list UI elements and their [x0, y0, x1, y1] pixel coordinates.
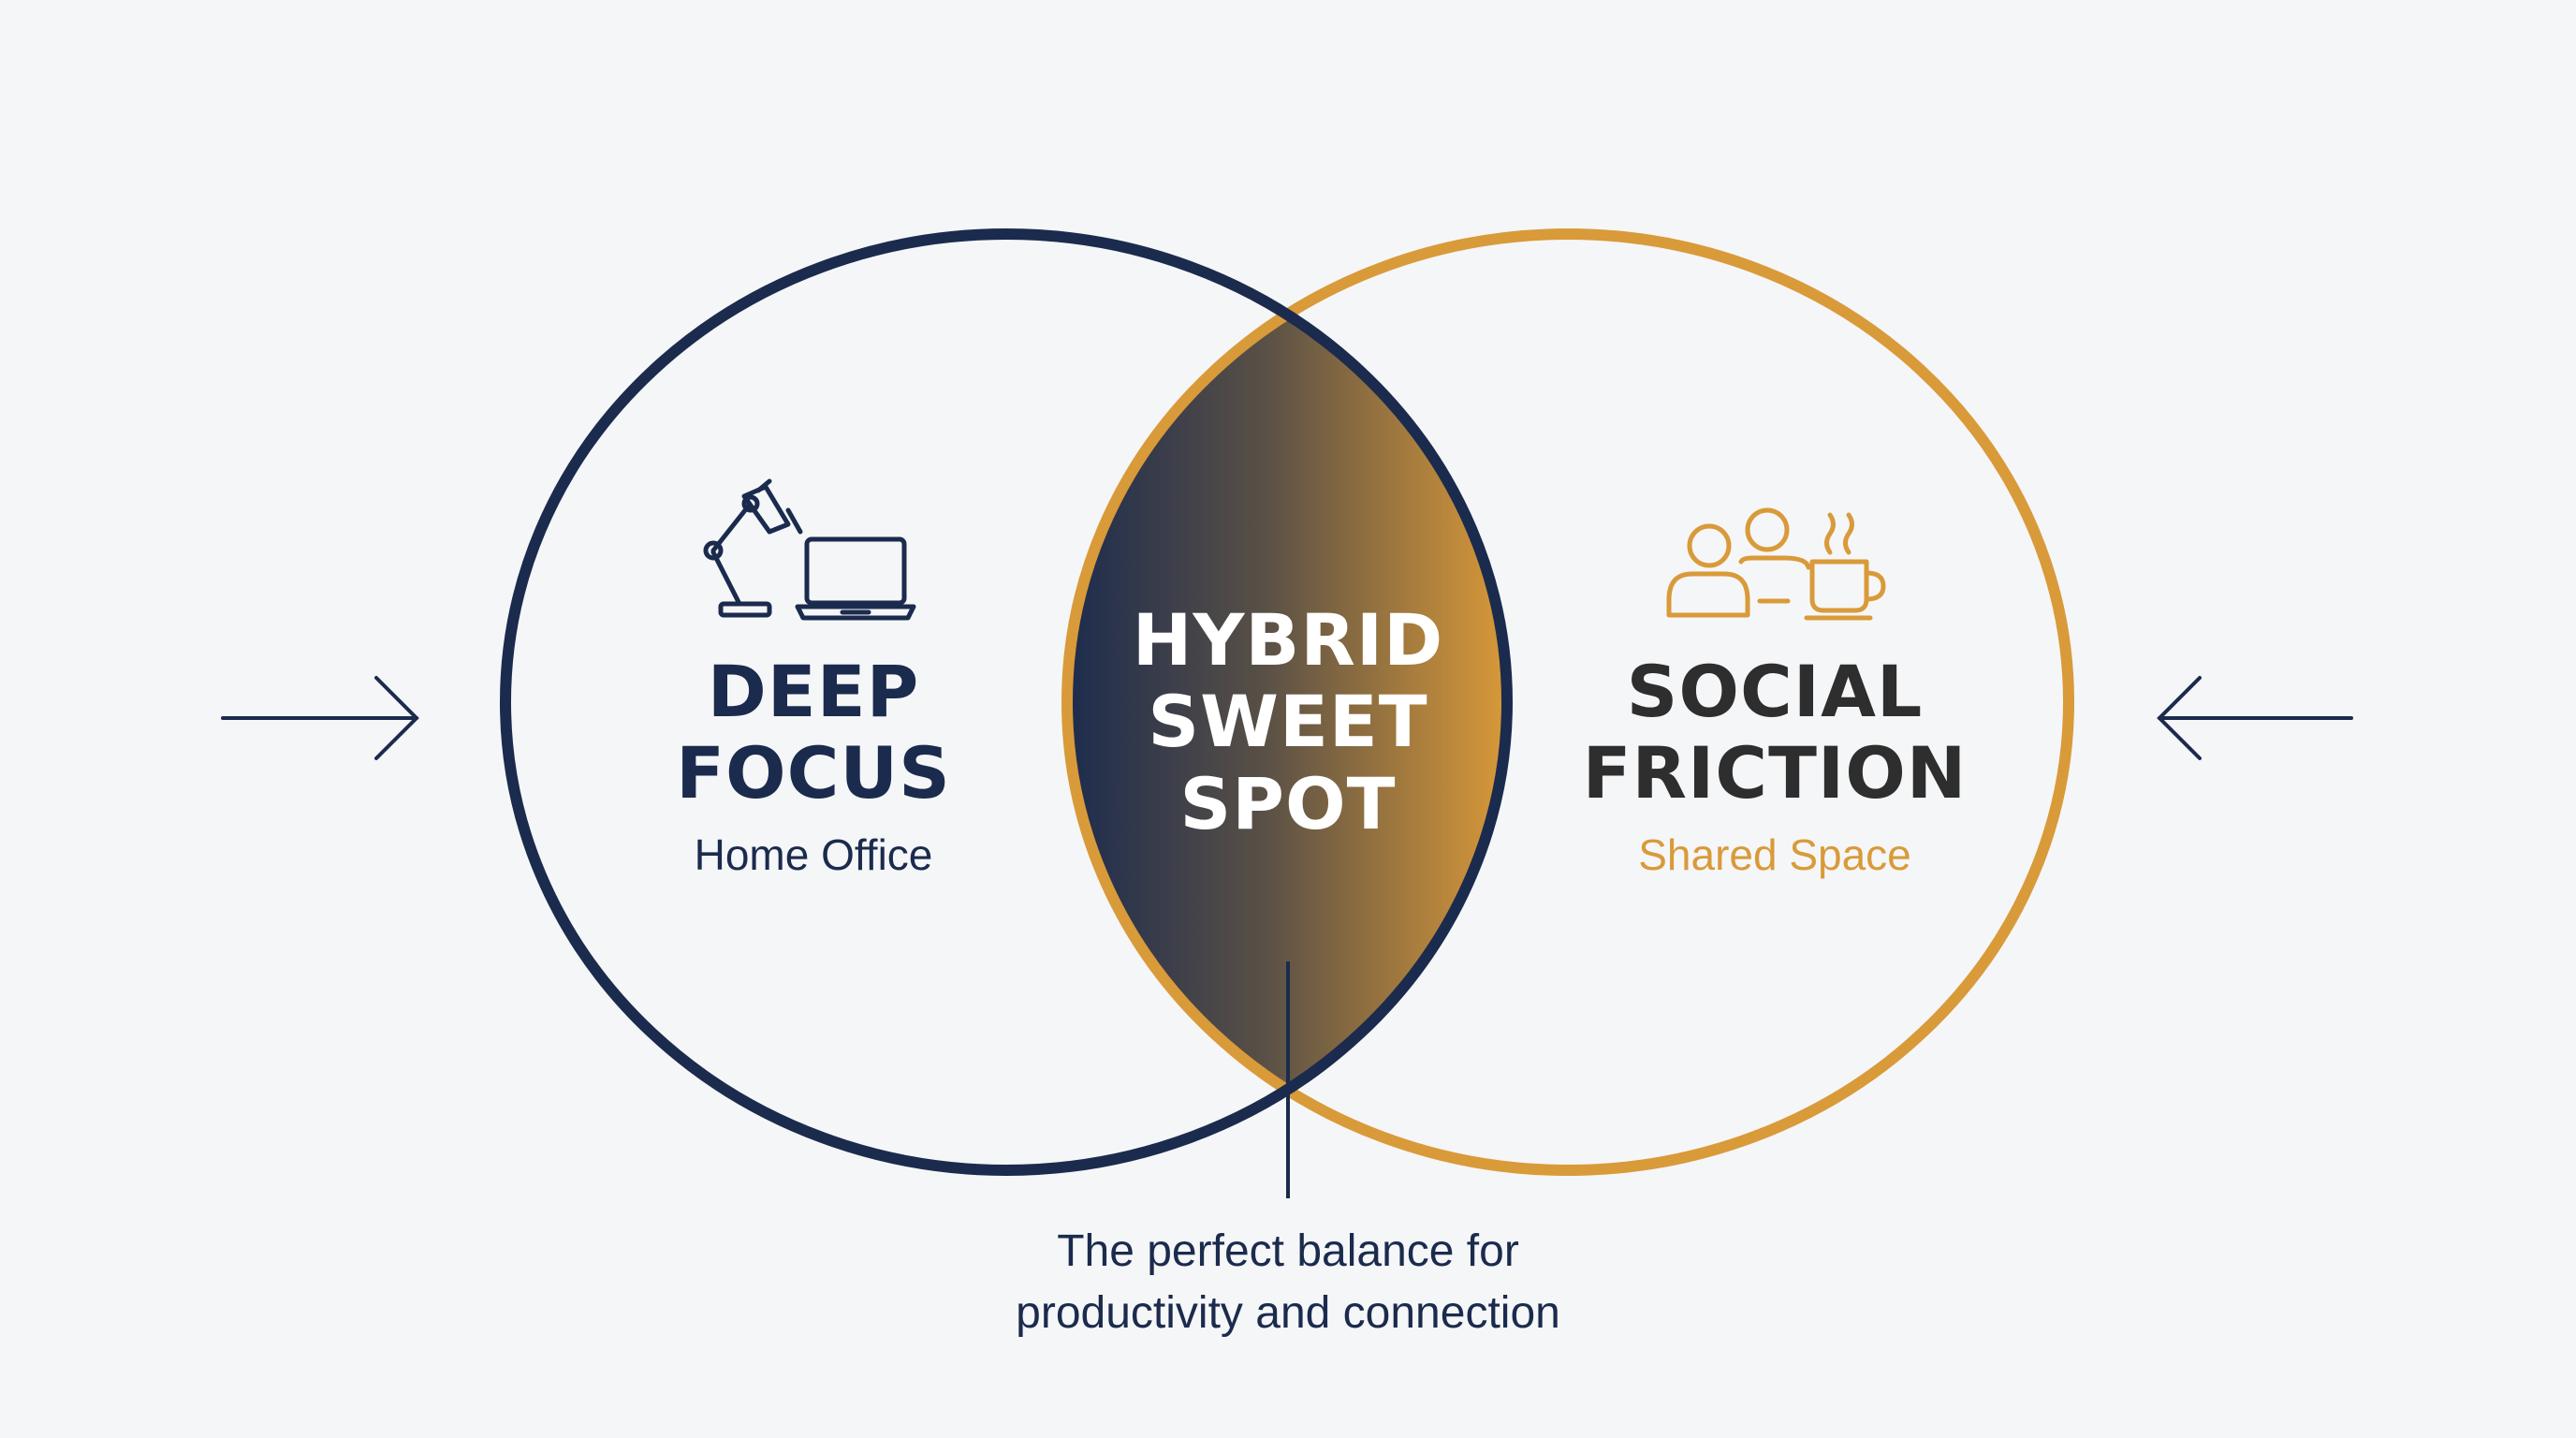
- shared-space-label: Shared Space: [1638, 830, 1911, 879]
- deep-focus-title-line2: FOCUS: [676, 731, 951, 814]
- laptop-icon: [795, 536, 916, 621]
- hybrid-title-line1: HYBRID: [1133, 598, 1443, 682]
- deep-focus-title-line1: DEEP: [708, 650, 920, 733]
- social-friction-title-line1: SOCIAL: [1627, 650, 1924, 733]
- people-icon: [1666, 507, 1811, 618]
- social-friction-circle: [1061, 228, 2074, 1176]
- deep-focus-circle: [500, 228, 1513, 1176]
- arrow-right-icon: [221, 676, 419, 760]
- home-office-label: Home Office: [695, 830, 933, 879]
- social-friction-title-line2: FRICTION: [1583, 731, 1968, 814]
- desk-lamp-icon: [703, 478, 803, 618]
- arrow-left-icon: [2157, 676, 2353, 760]
- coffee-cup-icon: [1804, 512, 1886, 621]
- caption-line1: The perfect balance for: [1057, 1226, 1519, 1276]
- caption-line2: productivity and connection: [1016, 1288, 1560, 1338]
- hybrid-title-line3: SPOT: [1180, 762, 1397, 845]
- hybrid-title-line2: SWEET: [1148, 680, 1427, 763]
- overlap-region: [1067, 234, 1507, 1170]
